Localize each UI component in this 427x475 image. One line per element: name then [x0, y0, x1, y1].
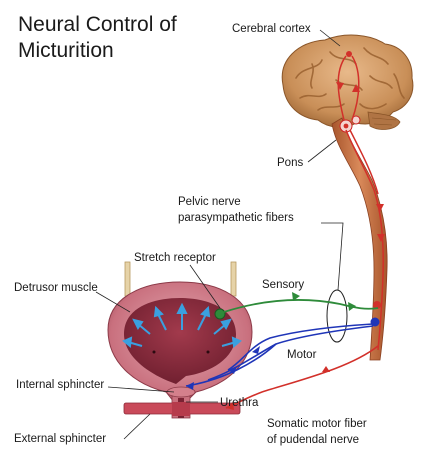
label-cerebral-cortex: Cerebral cortex: [232, 22, 311, 36]
stretch-receptor: [215, 309, 225, 319]
label-urethra: Urethra: [220, 396, 258, 410]
brain: [282, 35, 413, 129]
spinal-node-blue: [371, 318, 380, 327]
label-pelvic-nerve: Pelvic nerve: [178, 195, 241, 209]
label-detrusor-muscle: Detrusor muscle: [14, 281, 98, 295]
label-motor: Motor: [287, 348, 316, 362]
bladder: [108, 282, 252, 402]
cortex-node: [346, 51, 352, 57]
label-external-sphincter: External sphincter: [14, 432, 106, 446]
pelvic-nerve-bundle-ellipse: [327, 290, 347, 342]
title-line-2: Micturition: [18, 39, 114, 62]
label-somatic-motor-fiber: Somatic motor fiber: [267, 417, 367, 431]
label-pons: Pons: [277, 156, 303, 170]
label-sensory: Sensory: [262, 278, 304, 292]
diagram-title: Neural Control of Micturition: [18, 12, 177, 64]
label-pudendal-nerve: of pudendal nerve: [267, 433, 359, 447]
label-internal-sphincter: Internal sphincter: [16, 378, 104, 392]
label-stretch-receptor: Stretch receptor: [134, 251, 216, 265]
label-parasympathetic-fibers: parasympathetic fibers: [178, 211, 294, 225]
title-line-1: Neural Control of: [18, 13, 177, 36]
